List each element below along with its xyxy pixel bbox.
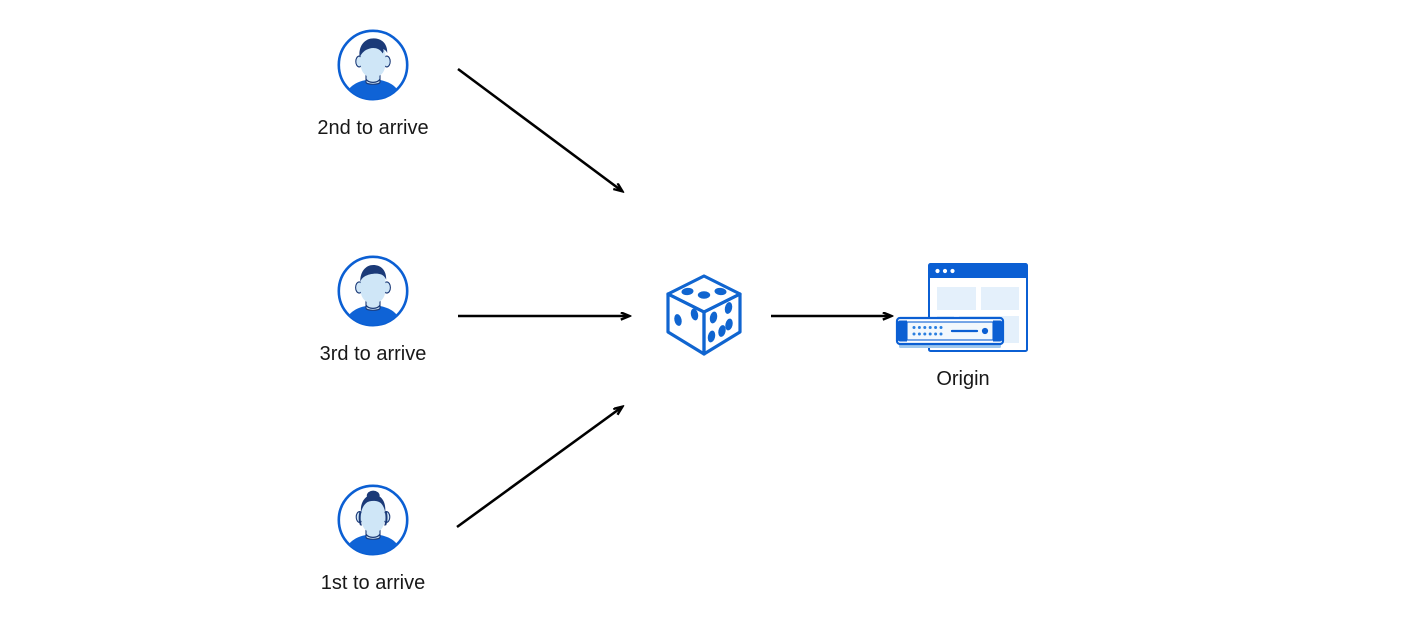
- client-label-2nd: 2nd to arrive: [317, 117, 429, 139]
- origin-server-icon: [895, 263, 1028, 352]
- client-node-1st: 1st to arrive: [321, 483, 425, 594]
- arrow-2nd-to-dice: [457, 67, 622, 191]
- user-avatar-icon: [337, 29, 409, 101]
- client-label-3rd: 3rd to arrive: [319, 343, 427, 365]
- client-node-3rd: 3rd to arrive: [320, 254, 426, 365]
- origin-label: Origin: [936, 368, 990, 390]
- client-node-2nd: 2nd to arrive: [317, 28, 429, 139]
- server-device-icon: [895, 316, 1005, 348]
- origin-node: Origin: [893, 258, 1033, 390]
- user-avatar-icon: [337, 484, 409, 556]
- user-avatar-icon: [337, 255, 409, 327]
- dice-icon: [666, 274, 742, 356]
- arrow-1st-to-dice: [456, 407, 622, 529]
- randomizer-node: [656, 268, 752, 364]
- client-label-1st: 1st to arrive: [320, 572, 426, 594]
